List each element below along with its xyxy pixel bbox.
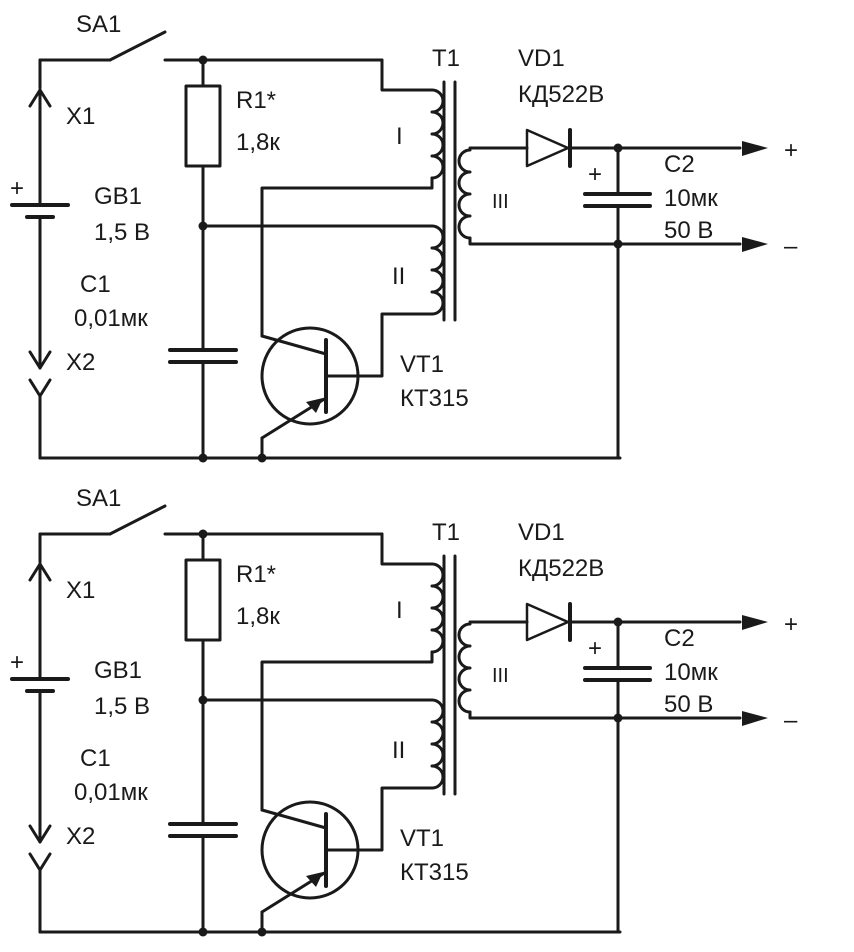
- t1-label: T1: [432, 45, 460, 72]
- circuit-wiring: [10, 504, 770, 939]
- x2-label: X2: [66, 823, 95, 850]
- winding-3-label: III: [492, 191, 509, 213]
- winding-2-label: II: [392, 263, 405, 290]
- circuit-2: SA1 X1 + GB1 1,5 В C1 0,01мк X2 R1* 1,8к…: [10, 485, 798, 939]
- c2-label: C2: [664, 151, 695, 178]
- vd1-label: VD1: [518, 45, 565, 72]
- c2-value: 10мк: [664, 659, 718, 686]
- circuit-wiring: [10, 30, 770, 465]
- output-plus-label: +: [784, 137, 798, 164]
- r1-value: 1,8к: [236, 129, 280, 156]
- gb1-label: GB1: [94, 183, 142, 210]
- output-plus-label: +: [784, 611, 798, 638]
- winding-3-label: III: [492, 665, 509, 687]
- c1-value: 0,01мк: [74, 779, 148, 806]
- vt1-part: КТ315: [400, 859, 469, 886]
- r1-label: R1*: [236, 561, 276, 588]
- output-minus-label: –: [784, 707, 798, 734]
- c2-voltage: 50 В: [664, 217, 713, 244]
- c1-label: C1: [80, 271, 111, 298]
- gb1-value: 1,5 В: [94, 693, 150, 720]
- r1-value: 1,8к: [236, 603, 280, 630]
- gb1-label: GB1: [94, 657, 142, 684]
- battery-plus-label: +: [10, 175, 24, 202]
- r1-label: R1*: [236, 87, 276, 114]
- output-minus-label: –: [784, 233, 798, 260]
- c2-label: C2: [664, 625, 695, 652]
- battery-plus-label: +: [10, 649, 24, 676]
- x2-label: X2: [66, 349, 95, 376]
- c2-value: 10мк: [664, 185, 718, 212]
- gb1-value: 1,5 В: [94, 219, 150, 246]
- vt1-label: VT1: [400, 351, 444, 378]
- winding-2-label: II: [392, 737, 405, 764]
- vt1-part: КТ315: [400, 385, 469, 412]
- c1-label: C1: [80, 745, 111, 772]
- c1-value: 0,01мк: [74, 305, 148, 332]
- circuit-1: SA1 X1 + GB1 1,5 В C1 0,01мк X2 R1* 1,8к…: [10, 11, 798, 465]
- vd1-label: VD1: [518, 519, 565, 546]
- t1-label: T1: [432, 519, 460, 546]
- x1-label: X1: [66, 577, 95, 604]
- c2-voltage: 50 В: [664, 691, 713, 718]
- winding-1-label: I: [396, 597, 403, 624]
- c2-plus-label: +: [588, 161, 602, 188]
- x1-label: X1: [66, 103, 95, 130]
- c2-plus-label: +: [588, 635, 602, 662]
- vt1-label: VT1: [400, 825, 444, 852]
- vd1-part: КД522В: [518, 555, 604, 582]
- sa1-label: SA1: [76, 11, 121, 38]
- winding-1-label: I: [396, 123, 403, 150]
- vd1-part: КД522В: [518, 81, 604, 108]
- sa1-label: SA1: [76, 485, 121, 512]
